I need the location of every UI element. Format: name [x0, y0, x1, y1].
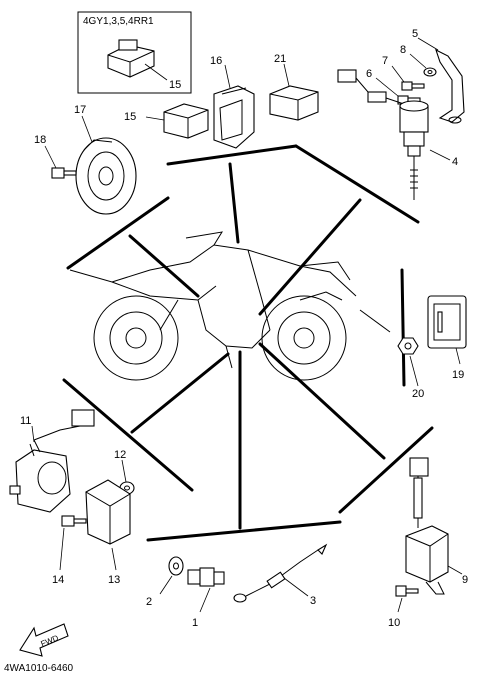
diagram-code: 4WA1010-6460: [4, 663, 74, 674]
label-19: 19: [452, 369, 464, 381]
label-8: 8: [400, 44, 406, 56]
solenoid-9-icon: [405, 457, 463, 595]
label-7: 7: [382, 55, 388, 67]
relay-inset-icon: [107, 39, 168, 81]
rectifier-19-icon: [427, 295, 467, 365]
washer-8-icon: [409, 53, 437, 77]
screw-7-icon: [391, 65, 425, 91]
bracket-5-icon: [417, 37, 465, 124]
label-11: 11: [20, 415, 31, 427]
assembly-guide-lines: [62, 144, 434, 542]
cover-13-icon: [85, 479, 131, 571]
label-15: 15: [124, 111, 136, 123]
label-2: 2: [146, 596, 152, 608]
flasher-11-icon: [9, 409, 95, 513]
washer-2-icon: [159, 556, 184, 595]
cdi-unit-16-icon: [213, 64, 255, 149]
label-5: 5: [412, 28, 418, 40]
inset-box: 4GY1,3,5,4RR1 15: [77, 11, 192, 94]
label-3: 3: [310, 595, 316, 607]
bolt-18-icon: [44, 145, 77, 179]
nut-20-icon: [397, 337, 419, 387]
bolt-14-icon: [59, 515, 87, 571]
label-12: 12: [114, 449, 126, 461]
relay-15-icon: [145, 103, 209, 139]
label-13: 13: [108, 574, 120, 586]
label-18: 18: [34, 134, 46, 146]
label-1: 1: [192, 617, 198, 629]
lead-wire-3-icon: [233, 543, 328, 603]
label-4: 4: [452, 156, 458, 168]
horn-17-icon: [75, 115, 137, 215]
motorcycle-outline: [69, 231, 357, 381]
inset-model-codes: 4GY1,3,5,4RR1: [83, 16, 154, 27]
label-14: 14: [52, 574, 64, 586]
neutral-switch-4-icon: [337, 69, 451, 200]
label-16: 16: [210, 55, 222, 67]
relay-21-icon: [269, 63, 319, 121]
label-6: 6: [366, 68, 372, 80]
label-20: 20: [412, 388, 424, 400]
label-17: 17: [74, 104, 86, 116]
label-15-inset: 15: [169, 79, 181, 91]
sensor-1-icon: [187, 567, 225, 613]
label-10: 10: [388, 617, 400, 629]
bolt-10-icon: [395, 585, 419, 613]
label-21: 21: [274, 53, 286, 65]
forward-arrow-icon: [19, 623, 69, 657]
label-9: 9: [462, 574, 468, 586]
